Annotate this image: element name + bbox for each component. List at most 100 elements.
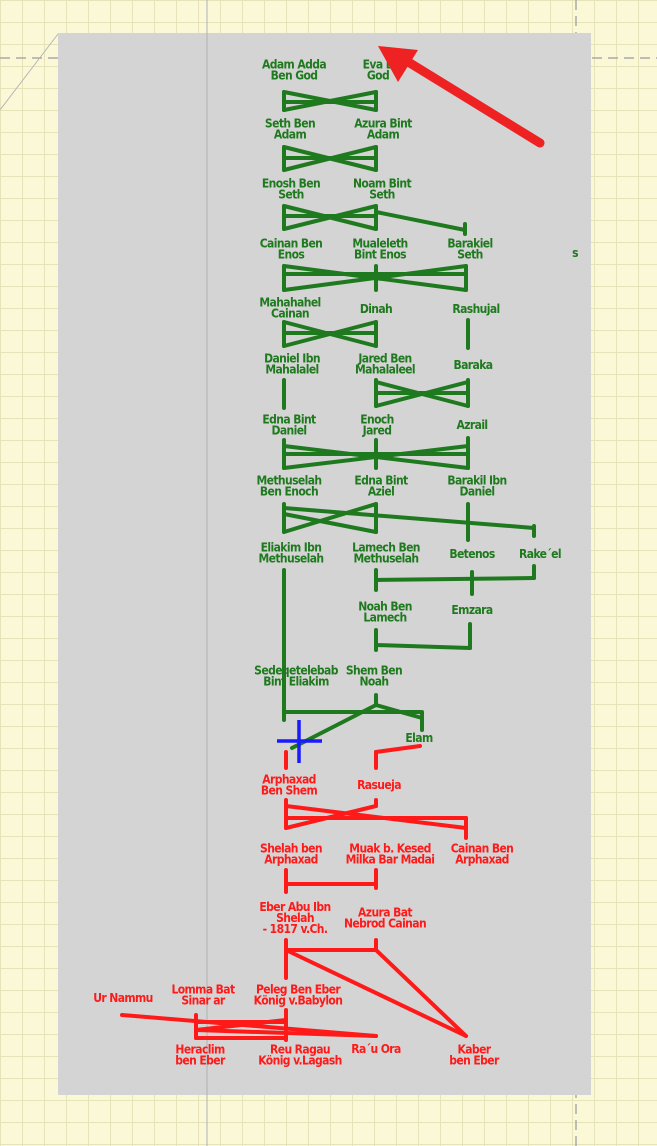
person-name-line: Rashujal: [452, 302, 499, 316]
person-name-line: König v.Babylon: [254, 994, 343, 1008]
person-name-line: s: [572, 246, 578, 260]
person-name-line: Rasueja: [357, 778, 401, 792]
person-name-line: Methuselah: [353, 552, 418, 566]
person-node-raua[interactable]: Ra´u Ora: [351, 1042, 401, 1056]
person-name-line: Adam: [367, 128, 400, 142]
relationship-line: [374, 643, 472, 650]
person-name-line: Cainan Ben: [451, 842, 514, 856]
person-name-line: Lomma Bat: [171, 983, 235, 997]
person-name-line: Cainan Ben: [260, 237, 323, 251]
person-node-emzara[interactable]: Emzara: [451, 603, 493, 617]
person-name-line: Shelah ben: [260, 842, 322, 856]
person-name-line: Edna Bint: [262, 413, 316, 427]
person-name-line: Edna Bint: [354, 474, 408, 488]
person-node-rashujal[interactable]: Rashujal: [452, 302, 500, 316]
person-name-line: Jared: [362, 424, 392, 438]
person-node-betenos[interactable]: Betenos: [449, 547, 495, 561]
relationship-line: [282, 444, 470, 470]
person-name-line: Methuselah: [256, 474, 321, 488]
relationship-links: [120, 90, 536, 1042]
person-name-line: Betenos: [449, 547, 495, 561]
person-name-line: Mahalaleel: [355, 363, 415, 377]
person-name-line: Baraka: [454, 358, 493, 372]
person-name-line: Daniel: [271, 424, 306, 438]
person-name-line: Ur Nammu: [93, 991, 153, 1005]
person-name-line: Daniel: [459, 485, 494, 499]
person-name-line: Arphaxad: [262, 773, 316, 787]
person-name-line: Bint Eliakim: [263, 675, 329, 689]
person-node-azrail[interactable]: Azrail: [456, 418, 488, 432]
person-name-line: Emzara: [451, 603, 493, 617]
person-name-line: Heraclim: [175, 1043, 225, 1057]
person-node-edge_s[interactable]: s: [572, 246, 579, 260]
person-name-line: Seth: [457, 248, 483, 262]
person-name-line: Enos: [278, 248, 305, 262]
person-name-line: Adam Adda: [262, 58, 326, 72]
person-name-line: Ben God: [271, 69, 318, 83]
relationship-line: [374, 380, 470, 408]
person-name-line: Dinah: [360, 302, 392, 316]
relationship-line: [284, 948, 468, 1038]
person-node-baraka[interactable]: Baraka: [454, 358, 494, 372]
relationship-line: [374, 744, 422, 754]
person-node-urnammu[interactable]: Ur Nammu: [93, 991, 153, 1005]
person-name-line: Rake´el: [519, 547, 561, 561]
person-name-line: Seth Ben: [265, 117, 315, 131]
person-name-line: Shelah: [276, 911, 314, 925]
person-name-line: Sinar ar: [181, 994, 226, 1008]
relationship-line: [282, 90, 378, 112]
person-node-rakeel[interactable]: Rake´el: [519, 547, 562, 561]
person-node-elam[interactable]: Elam: [405, 731, 433, 745]
pointer-arrow-icon: [378, 46, 545, 148]
person-name-line: Seth: [278, 188, 304, 202]
person-name-line: Seth: [369, 188, 395, 202]
person-name-line: Lamech: [363, 611, 406, 625]
person-name-line: Azura Bint: [354, 117, 412, 131]
relationship-line: [194, 1018, 288, 1032]
person-node-dinah[interactable]: Dinah: [360, 302, 393, 316]
person-name-line: Adam: [274, 128, 307, 142]
person-name-line: Sedeqetelebab: [254, 664, 339, 678]
person-name-line: Jared Ben: [357, 352, 411, 366]
person-name-line: Noah Ben: [358, 600, 412, 614]
person-name-line: Bint Enos: [354, 248, 406, 262]
person-node-rasueja[interactable]: Rasueja: [357, 778, 402, 792]
person-name-line: Ra´u Ora: [351, 1042, 401, 1056]
selection-crosshair[interactable]: [277, 720, 322, 763]
